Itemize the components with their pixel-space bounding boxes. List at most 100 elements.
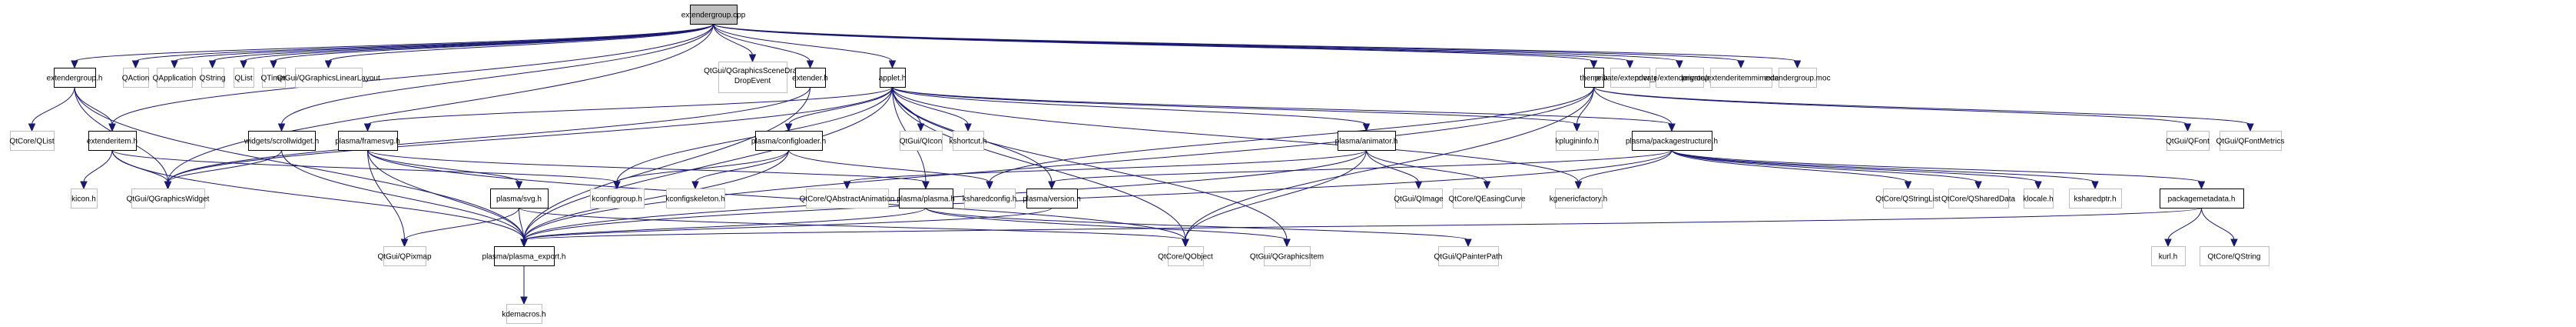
arrow-head-icon [748, 54, 757, 63]
graph-node-theme-h[interactable]: theme.h [1580, 68, 1608, 88]
node-box [234, 68, 254, 88]
arrow-head-icon [1737, 60, 1745, 69]
node-box [1632, 131, 1712, 151]
node-label: plasma/plasma.h [897, 195, 955, 204]
dependency-edge [167, 86, 811, 183]
arrow-head-icon [80, 181, 88, 190]
arrow-head-icon [691, 181, 699, 190]
dependency-edge [367, 149, 927, 183]
graph-node-plasma-export-h[interactable]: plasma/plasma_export.h [482, 246, 566, 266]
dependency-edge [523, 207, 2202, 241]
arrow-head-icon [888, 60, 897, 69]
node-label: ksharedptr.h [2074, 195, 2116, 204]
graph-node-extendergroup-h[interactable]: extendergroup.h [47, 68, 103, 88]
graph-node-version-h[interactable]: plasma/version.h [1023, 189, 1081, 209]
node-box [383, 246, 426, 266]
graph-node-plasma-h[interactable]: plasma/plasma.h [897, 189, 955, 209]
graph-node-qtimer: QTimer [261, 68, 287, 88]
node-box [1555, 189, 1603, 209]
dependency-edge [713, 23, 893, 62]
node-label: plasma/svg.h [496, 195, 542, 204]
dependency-edge [1185, 149, 1367, 241]
arrow-head-icon [1283, 239, 1291, 248]
dependency-edge [523, 207, 1053, 241]
node-label: plasma/configloader.h [751, 138, 826, 146]
dependency-edge [925, 207, 1469, 241]
node-label: QtGui/QFont [2166, 138, 2210, 146]
graph-node-ksharedconfig-h: ksharedconfig.h [963, 189, 1016, 209]
arrow-head-icon [1676, 60, 1683, 69]
dependency-edge [523, 149, 1673, 241]
arrow-head-icon [1590, 60, 1598, 69]
node-label: private/extendergroup_p.h [1635, 75, 1725, 83]
dependency-edge [367, 86, 893, 125]
dependency-edge [281, 23, 714, 125]
node-box [2220, 131, 2282, 151]
graph-node-svg-h[interactable]: plasma/svg.h [490, 189, 549, 209]
node-box [262, 68, 286, 88]
graph-node-framesvg-h[interactable]: plasma/framesvg.h [335, 131, 400, 151]
arrow-head-icon [2197, 181, 2206, 190]
dependency-edge [1366, 149, 1487, 183]
node-label: extendergroup.cpp [681, 12, 746, 20]
node-label: extendergroup.moc [1764, 75, 1830, 83]
arrow-head-icon [1904, 181, 1912, 190]
dependency-edge [695, 149, 789, 183]
node-box [338, 131, 398, 151]
node-box [10, 131, 55, 151]
arrow-head-icon [208, 60, 217, 69]
graph-node-qabstractanimation: QtCore/QAbstractAnimation [800, 189, 894, 209]
graph-node-animator-h[interactable]: plasma/animator.h [1335, 131, 1398, 151]
graph-node-scrollwidget-h[interactable]: widgets/scrollwidget.h [244, 131, 319, 151]
graph-node-packagemetadata-h[interactable]: packagemetadata.h [2160, 189, 2244, 209]
graph-node-extendergroup-cpp[interactable]: extendergroup.cpp [681, 5, 746, 25]
graph-node-qgraphicsitem: QtGui/QGraphicsItem [1250, 246, 1324, 266]
node-label: QAction [122, 75, 150, 83]
graph-node-qimage: QtGui/QImage [1394, 189, 1444, 209]
node-box [1453, 189, 1522, 209]
dependency-edge [788, 86, 893, 125]
node-label: QtGui/QGraphicsLinearLayout [277, 75, 380, 83]
node-label: theme.h [1580, 75, 1607, 83]
node-box [1948, 189, 2009, 209]
dependency-edge [713, 23, 1798, 62]
graph-node-kshortcut-h: kshortcut.h [950, 131, 986, 151]
node-box [964, 189, 1016, 209]
node-box [506, 304, 542, 324]
dependency-edge [1366, 149, 1419, 183]
node-box [666, 189, 725, 209]
graph-node-qstringlist: QtCore/QStringList [1875, 189, 1941, 209]
dependency-edge [523, 86, 1594, 241]
dependency-edge [713, 23, 1630, 62]
arrow-head-icon [1574, 181, 1583, 190]
arrow-head-icon [613, 181, 621, 190]
node-box [806, 189, 889, 209]
arrow-head-icon [400, 239, 409, 248]
node-label: QtGui/QPixmap [377, 253, 431, 262]
node-box [590, 189, 645, 209]
graph-node-configloader-h[interactable]: plasma/configloader.h [751, 131, 826, 151]
dependency-edge [1593, 86, 2251, 125]
node-label: kurl.h [2159, 253, 2177, 262]
dependency-edge [111, 149, 525, 241]
graph-node-qaction: QAction [122, 68, 150, 88]
node-box [953, 131, 984, 151]
arrow-head-icon [1362, 123, 1371, 132]
dependency-edge [892, 86, 1288, 241]
dependency-edge [989, 86, 1594, 183]
arrow-head-icon [171, 60, 178, 69]
dependency-edge [519, 207, 525, 241]
graph-node-applet-h[interactable]: applet.h [879, 68, 907, 88]
node-box [900, 131, 943, 151]
node-box [88, 131, 137, 151]
node-box [1584, 68, 1604, 88]
node-label: QtGui/QGraphicsWidget [127, 195, 210, 204]
node-label: widgets/scrollwidget.h [244, 138, 319, 146]
arrow-head-icon [806, 60, 814, 69]
arrow-head-icon [1974, 181, 1982, 190]
graph-node-extender-h[interactable]: extender.h [792, 68, 828, 88]
graph-node-extenderitem-h[interactable]: extenderitem.h [87, 131, 138, 151]
graph-node-extendergroup-moc: extendergroup.moc [1764, 68, 1831, 88]
graph-node-packagestructure-h[interactable]: plasma/packagestructure.h [1626, 131, 1718, 151]
